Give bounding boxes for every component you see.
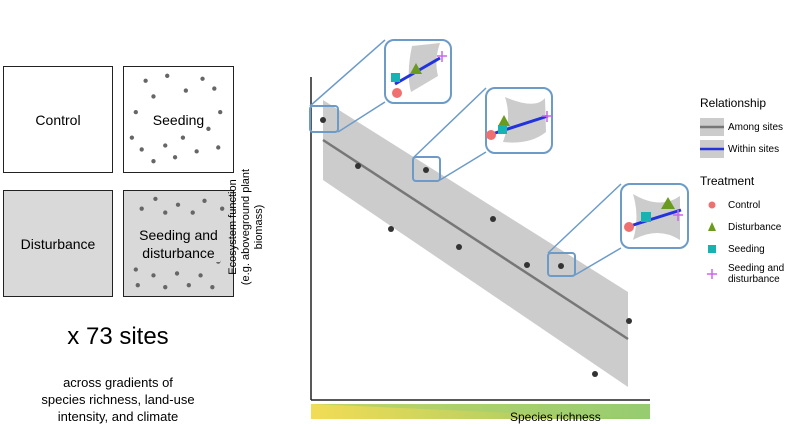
treatment-legend-title: Treatment	[700, 174, 755, 188]
richness-gradient-wedge	[311, 404, 650, 419]
among-sites-line	[322, 138, 629, 341]
seeding-legend-label: Seeding	[728, 243, 765, 255]
legend-item-among-sites: Among sites	[700, 116, 800, 138]
y-axis-label-line2: (e.g. aboveground plant biomass)	[240, 168, 265, 286]
site-point	[558, 263, 564, 269]
site-point	[524, 262, 530, 268]
site-point	[592, 371, 598, 377]
site-point	[626, 318, 632, 324]
control-marker	[486, 130, 496, 140]
control-marker	[624, 222, 634, 232]
relationship-legend-title: Relationship	[700, 96, 767, 110]
seeding-disturbance-legend-line1: Seeding and	[728, 263, 785, 274]
site-selection-box	[547, 252, 576, 277]
control-plot-box: Control	[3, 66, 113, 173]
legend: Relationship Among sites Within sites Tr…	[700, 96, 800, 288]
seeding-disturbance-label-line2: disturbance	[142, 244, 215, 261]
x-axis-label: Species richness	[510, 410, 601, 424]
control-legend-label: Control	[728, 199, 761, 211]
within-sites-key	[700, 140, 724, 158]
seeding-disturbance-marker	[437, 51, 447, 62]
among-sites-label: Among sites	[728, 121, 784, 133]
site-point	[423, 167, 429, 173]
seeding-marker	[391, 73, 400, 82]
site-points	[320, 117, 632, 377]
seed-dots	[133, 196, 225, 290]
disturbance-legend-label: Disturbance	[728, 221, 782, 233]
seeding-disturbance-plus-icon	[700, 265, 724, 283]
legend-item-seeding: Seeding	[700, 238, 800, 260]
description-line-2: species richness, land-use	[41, 392, 195, 407]
control-circle-icon	[700, 196, 724, 214]
sites-count-text: x 73 sites	[67, 323, 169, 350]
seeding-disturbance-label-line1: Seeding and	[139, 226, 218, 243]
site-selection-box	[412, 156, 441, 182]
site-point	[320, 117, 326, 123]
disturbance-triangle-icon	[700, 218, 724, 236]
site-point	[355, 163, 361, 169]
seeding-marker	[641, 212, 651, 222]
within-site-inset-3	[620, 183, 689, 249]
description-line-1: across gradients of	[63, 375, 173, 390]
disturbance-marker	[661, 197, 675, 209]
within-site-inset-1	[384, 39, 452, 104]
site-selection-boxes	[309, 105, 576, 277]
zoom-connectors	[309, 39, 622, 276]
site-point	[388, 226, 394, 232]
control-label: Control	[35, 111, 81, 128]
seeding-plot-box: Seeding	[123, 66, 234, 173]
site-point	[490, 216, 496, 222]
seeding-disturbance-legend-line2: disturbance	[728, 274, 780, 285]
seeding-square-icon	[700, 240, 724, 258]
among-sites-key	[700, 118, 724, 136]
within-sites-label: Within sites	[728, 143, 780, 155]
seed-dots	[129, 73, 223, 164]
seeding-disturbance-marker	[673, 210, 683, 221]
disturbance-marker	[410, 63, 422, 74]
seeding-marker	[498, 125, 507, 134]
legend-item-disturbance: Disturbance	[700, 216, 800, 238]
control-marker	[392, 88, 402, 98]
disturbance-marker	[498, 115, 510, 126]
seeding-label: Seeding	[150, 110, 207, 129]
legend-item-within-sites: Within sites	[700, 138, 800, 160]
within-site-inset-2	[485, 87, 553, 154]
confidence-ribbon	[323, 100, 628, 387]
legend-item-control: Control	[700, 194, 800, 216]
seeding-disturbance-marker	[542, 111, 552, 122]
disturbance-label: Disturbance	[20, 235, 96, 252]
site-point	[456, 244, 462, 250]
disturbance-plot-box: Disturbance	[3, 190, 113, 297]
site-selection-box	[309, 105, 339, 133]
